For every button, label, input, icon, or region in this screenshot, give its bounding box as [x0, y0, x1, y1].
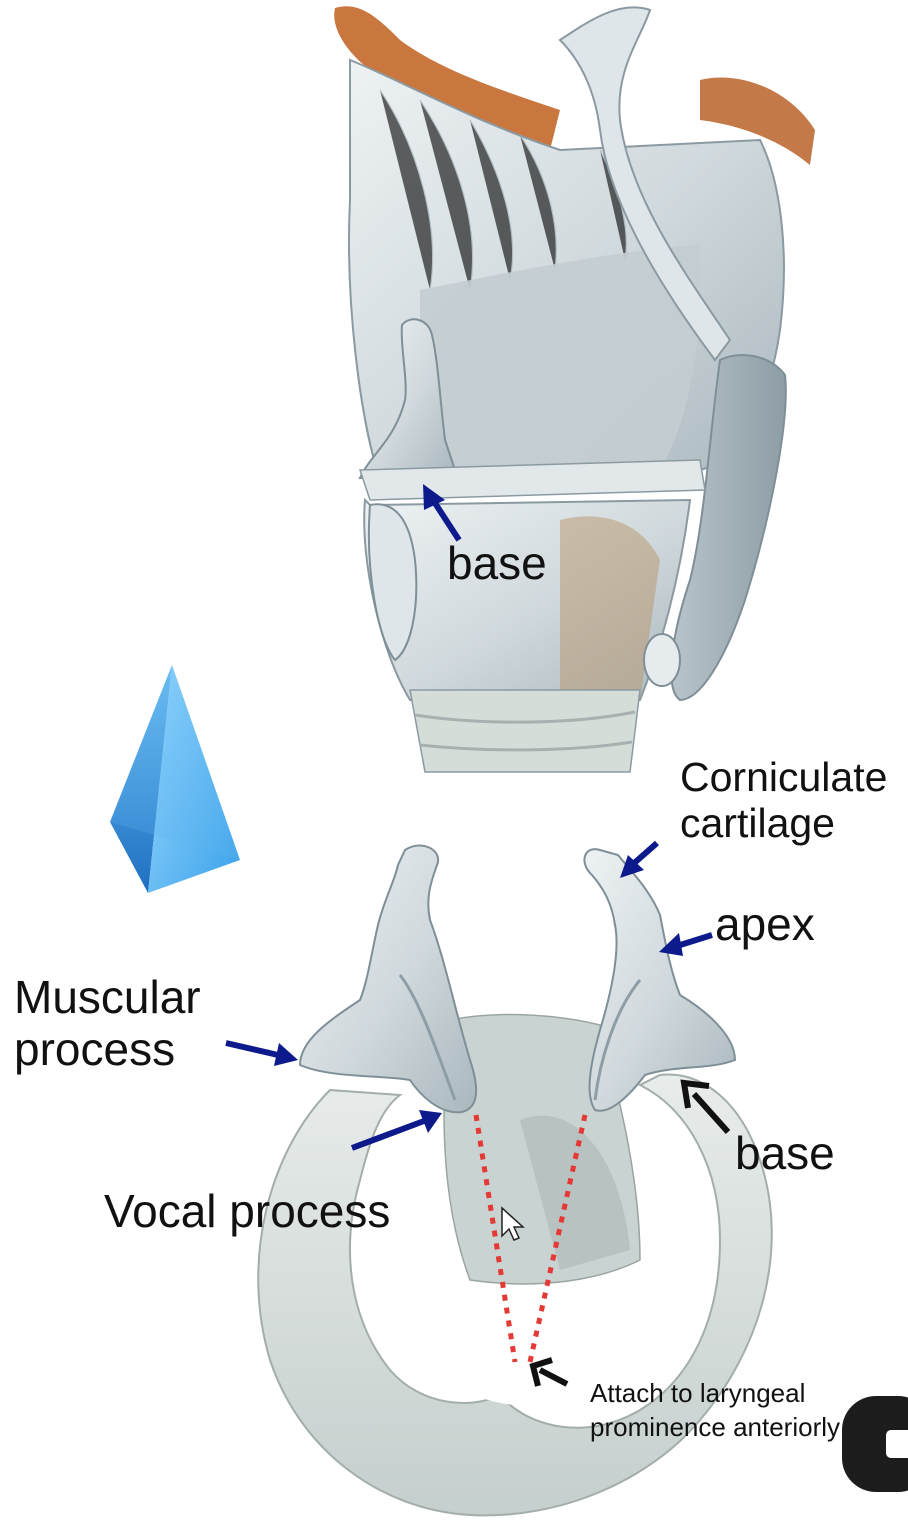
pyramid-icon	[110, 665, 240, 893]
arrow-apex	[659, 932, 713, 956]
arrow-base-bottom	[680, 1079, 731, 1135]
stop-button-icon	[886, 1430, 908, 1458]
lateral-larynx-illustration	[334, 6, 815, 773]
arrow-attach-point	[529, 1357, 569, 1387]
label-corniculate-cartilage: Corniculate cartilage	[680, 755, 888, 846]
stop-button[interactable]	[842, 1396, 908, 1492]
mouse-cursor-icon	[501, 1206, 525, 1241]
label-base-bottom: base	[735, 1127, 835, 1179]
label-apex: apex	[715, 898, 815, 950]
label-base-top: base	[447, 537, 547, 589]
vocal-ligament-dotted-lines	[473, 1114, 588, 1363]
superior-view-illustration	[257, 844, 773, 1517]
arrow-corniculate	[620, 840, 659, 878]
arrow-base-top	[423, 484, 462, 542]
label-attach-note: Attach to laryngeal prominence anteriorl…	[590, 1378, 841, 1442]
arrow-vocal-process	[350, 1110, 442, 1151]
label-vocal-process: Vocal process	[104, 1185, 391, 1237]
arrow-muscular-process	[225, 1040, 298, 1066]
label-muscular-process: Muscular process	[14, 971, 201, 1075]
